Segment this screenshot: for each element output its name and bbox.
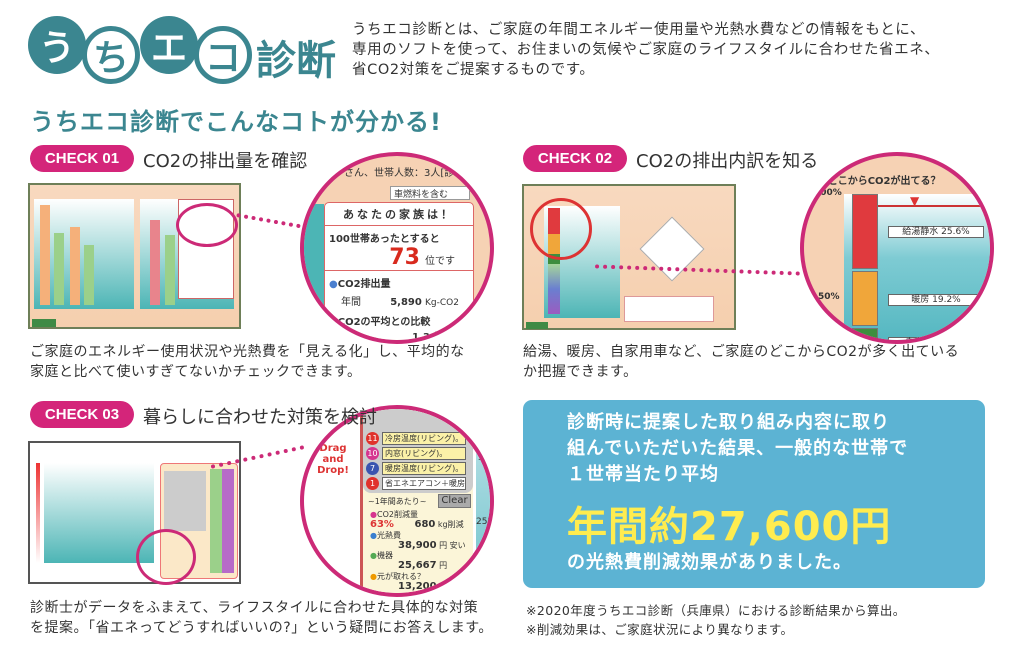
co2-reduction-label: CO2削減量 xyxy=(376,510,418,519)
check-02-title: CO2の排出内訳を知る xyxy=(636,151,819,172)
check-01-title: CO2の排出量を確認 xyxy=(143,151,308,172)
result-tail: の光熱費削減効果がありました。 xyxy=(567,552,852,573)
clear-button[interactable]: Clear xyxy=(438,494,471,508)
co2-reduction-value: 680 xyxy=(414,519,436,531)
breakdown-segment xyxy=(852,270,878,327)
check-02-zoom-circle: どこからCO2が出てる？ 100% 50% ▼ 給湯静水 25.6%暖房 19.… xyxy=(800,152,994,344)
tick-100: 100% xyxy=(814,188,842,198)
check-03-title: 暮らしに合わせた対策を検討 xyxy=(143,407,377,428)
intro-line: 専用のソフトを使って、お住まいの気候やご家庭のライフスタイルに合わせた省エネ、 xyxy=(352,42,940,58)
drag-drop-label: Drag and Drop! xyxy=(317,443,349,476)
cost-unit: 円 安い xyxy=(439,540,466,550)
measure-label: 暖房温度(リビング)。 xyxy=(382,462,466,475)
rank-value: 73 xyxy=(389,245,420,270)
caption-line: 給湯、暖房、自家用車など、ご家庭のどこからCO2が多く出ている xyxy=(523,344,960,360)
ratio-value: 1.3 xyxy=(412,332,430,343)
check-01-zoom-circle: さん、世帯人数：3人[診断士 車燃料を含む あなたの家族は！ 100世帯あったと… xyxy=(300,152,494,344)
logo-char: コ xyxy=(194,26,252,84)
equip-unit: 円 xyxy=(439,561,448,571)
footnote: ※削減効果は、ご家庭状況により異なります。 xyxy=(526,622,794,637)
check-03-badge: CHECK 03 xyxy=(30,401,134,428)
breakdown-pct: 25.6% xyxy=(941,227,970,238)
payback-value: 13,200 xyxy=(398,581,437,593)
zoom-question: どこからCO2が出てる？ xyxy=(828,176,941,187)
breakdown-label: 自家用車 9.4% xyxy=(888,336,984,344)
zoom-box-title: あなたの家族は！ xyxy=(325,203,473,226)
logo: う ち エ コ 診断 xyxy=(28,14,348,84)
measure-label: 内窓(リビング)。 xyxy=(382,447,466,460)
logo-char: エ xyxy=(140,16,198,74)
breakdown-segment xyxy=(852,194,878,269)
savings-amount: 年間約27,600円 xyxy=(567,504,892,550)
logo-char: う xyxy=(28,16,86,74)
result-box: 診断時に提案した取り組み内容に取り 組んでいただいた結果、一般的な世帯で １世帯… xyxy=(523,400,985,588)
measure-number-icon: 1 xyxy=(366,477,379,490)
tick-50: 50% xyxy=(818,292,840,302)
intro-text: うちエコ診断とは、ご家庭の年間エネルギー使用量や光熱水費などの情報をもとに、 専… xyxy=(352,20,1002,80)
measure-number-icon: 11 xyxy=(366,432,379,445)
breakdown-label: 暖房 19.2% xyxy=(888,293,984,306)
check-02-badge: CHECK 02 xyxy=(523,145,627,172)
check-01-badge: CHECK 01 xyxy=(30,145,134,172)
cost-value: 38,900 xyxy=(398,539,437,551)
measure-label: 冷房温度(リビング)。 xyxy=(382,432,466,445)
result-line: 組んでいただいた結果、一般的な世帯で xyxy=(567,438,909,459)
measure-number-icon: 10 xyxy=(366,447,379,460)
breakdown-name: 暖房 xyxy=(911,294,930,305)
payback-label: 元が取れる？ xyxy=(376,571,425,581)
rank-label: 100世帯あったとすると xyxy=(329,234,440,245)
scale-label: 25% xyxy=(476,517,490,527)
logo-suffix: 診断 xyxy=(256,38,336,84)
payback-unit: 円 xyxy=(439,582,448,592)
co2-label: CO2排出量 xyxy=(337,279,391,290)
ratio-unit: 倍 xyxy=(433,332,443,343)
caption-line: 家庭と比べて使いすぎてないかチェックできます。 xyxy=(30,364,362,380)
caption-line: 診断士がデータをふまえて、ライフスタイルに合わせた具体的な対策 xyxy=(30,600,479,616)
measure-label: 省エネエアコン＋暖房。 xyxy=(382,477,466,490)
zoom-select[interactable]: 車燃料を含む xyxy=(390,186,470,200)
caption-line: を提案。「省エネってどうすればいいの?」という疑問にお答えします。 xyxy=(30,620,493,636)
intro-line: うちエコ診断とは、ご家庭の年間エネルギー使用量や光熱水費などの情報をもとに、 xyxy=(352,22,926,38)
breakdown-name: 自家用車 xyxy=(905,337,942,344)
footnote: ※2020年度うちエコ診断（兵庫県）における診断結果から算出。 xyxy=(526,603,906,618)
caption-line: ご家庭のエネルギー使用状況や光熱費を「見える化」し、平均的な xyxy=(30,344,465,360)
co2-reduction-unit: kg削減 xyxy=(437,520,464,530)
equip-value: 25,667 xyxy=(398,560,437,572)
measure-number-icon: 7 xyxy=(366,462,379,475)
year-label: 年間 xyxy=(341,297,361,308)
check-03-caption: 診断士がデータをふまえて、ライフスタイルに合わせた具体的な対策 を提案。「省エネ… xyxy=(30,598,520,638)
intro-line: 省CO2対策をご提案するものです。 xyxy=(352,62,595,78)
rank-unit: 位です xyxy=(425,256,455,267)
cost-label: 光熱費 xyxy=(376,530,401,540)
check-02-screenshot xyxy=(522,184,736,330)
equip-label: 機器 xyxy=(376,551,393,561)
check-03-screenshot xyxy=(28,441,241,585)
breakdown-label: 給湯静水 25.6% xyxy=(888,226,984,239)
result-line: 診断時に提案した取り組み内容に取り xyxy=(567,412,890,433)
result-line: １世帯当たり平均 xyxy=(567,464,719,485)
scale-label: 50 xyxy=(478,453,490,463)
check-02-caption: 給湯、暖房、自家用車など、ご家庭のどこからCO2が多く出ている か把握できます。 xyxy=(523,342,1009,382)
co2-value: 5,890 xyxy=(390,297,422,308)
period-label: ~1年間あたり~ xyxy=(368,497,427,506)
zoom-header: さん、世帯人数：3人[診断士 xyxy=(344,168,475,179)
breakdown-pct: 9.4% xyxy=(944,337,967,344)
breakdown-pct: 19.2% xyxy=(932,294,961,305)
section-heading: うちエコ診断でこんなコトが分かる! xyxy=(30,108,442,136)
breakdown-segment xyxy=(852,328,878,340)
breakdown-name: 給湯静水 xyxy=(902,227,939,238)
check-01-caption: ご家庭のエネルギー使用状況や光熱費を「見える化」し、平均的な 家庭と比べて使いす… xyxy=(30,342,520,382)
check-01-screenshot xyxy=(28,183,241,329)
caption-line: か把握できます。 xyxy=(523,364,638,380)
co2-unit: Kg-CO2 xyxy=(425,298,459,308)
logo-char: ち xyxy=(82,26,140,84)
co2-reduction-pct: 63% xyxy=(370,519,394,531)
ratio-label: CO2の平均との比較 xyxy=(337,317,431,328)
